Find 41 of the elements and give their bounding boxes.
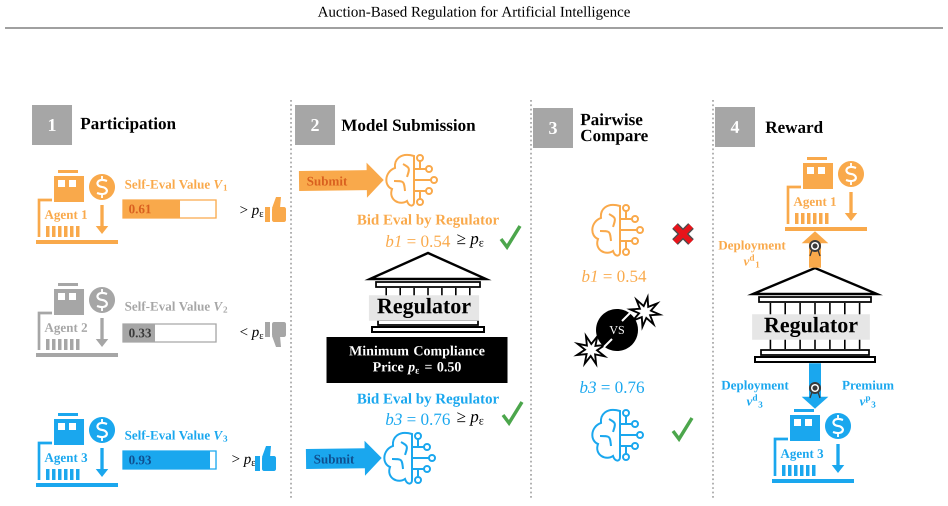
threshold-text: > p$_{ε}$ bbox=[232, 455, 256, 467]
premium-label: Premium v$^{p}$3 bbox=[842, 380, 894, 408]
step-number-box: 4 bbox=[715, 107, 755, 147]
bid-value: b1 = 0.54 bbox=[386, 234, 450, 248]
node-label: Agent 3 bbox=[780, 449, 824, 461]
edge-label: Submit bbox=[305, 175, 349, 187]
bid-caption: Bid Eval by Regulator bbox=[357, 214, 499, 228]
brain-icon bbox=[591, 408, 644, 462]
agent-building: Agent 1 bbox=[36, 170, 118, 244]
step-heading: Participation bbox=[80, 117, 176, 133]
edge-label: Deployment v$^{d}$1 bbox=[718, 240, 786, 268]
step-heading: Pairwise Compare bbox=[580, 113, 648, 145]
node-label: Regulator bbox=[377, 298, 471, 318]
step-heading: Reward bbox=[766, 121, 823, 133]
edge-label: Deployment v$^{d}$3 bbox=[721, 380, 789, 408]
brain-icon bbox=[383, 432, 436, 485]
agent-building: Agent 1 bbox=[785, 157, 867, 231]
page-title: Auction-Based Regulation for Artificial Intelligence bbox=[318, 6, 630, 20]
node-label: Agent 1 bbox=[44, 210, 87, 222]
score-bar: 0.61 bbox=[122, 199, 217, 219]
agent-building: Agent 2 bbox=[36, 283, 118, 357]
step-heading: Model Submission bbox=[342, 118, 476, 132]
step-number-box: 3 bbox=[533, 108, 573, 148]
threshold-text: < p$_{ε}$ bbox=[240, 328, 264, 340]
price-box: Minimum Compliance Price p$_{ε}$ = 0.50 bbox=[326, 337, 508, 383]
brain-icon bbox=[385, 154, 438, 207]
score-bar: 0.33 bbox=[122, 323, 217, 343]
node-label: Agent 2 bbox=[44, 323, 88, 335]
edge-label: Submit bbox=[312, 453, 356, 465]
node-label: Regulator bbox=[764, 316, 858, 338]
step-number-box: 1 bbox=[32, 105, 72, 145]
agent-building: Agent 3 bbox=[772, 409, 854, 483]
node-label: Agent 1 bbox=[794, 197, 836, 209]
step-number-box: 2 bbox=[295, 105, 336, 145]
brain-icon bbox=[591, 204, 644, 257]
node-label: Agent 3 bbox=[44, 453, 88, 465]
score-bar: 0.93 bbox=[122, 450, 217, 470]
threshold-text: > p$_{ε}$ bbox=[240, 206, 264, 218]
bid-caption: Bid Eval by Regulator bbox=[357, 393, 499, 407]
threshold-text: ≥ p$_{ε}$ bbox=[457, 412, 484, 426]
agent-building: Agent 3 bbox=[36, 413, 118, 487]
